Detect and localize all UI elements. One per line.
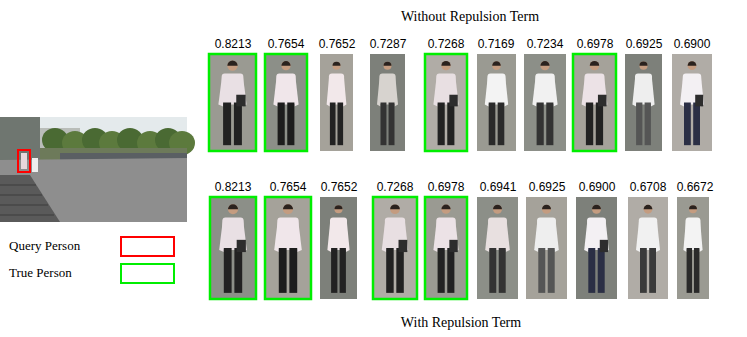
person-crop xyxy=(373,197,417,299)
row-title: Without Repulsion Term xyxy=(401,9,539,24)
legend-label: Query Person xyxy=(9,239,80,253)
true-match-border xyxy=(265,54,307,151)
similarity-score: 0.6925 xyxy=(529,181,566,194)
true-match-border xyxy=(373,197,417,299)
person-crop xyxy=(524,54,566,151)
similarity-score: 0.7268 xyxy=(428,38,465,51)
similarity-score: 0.7287 xyxy=(370,38,407,51)
person-crop xyxy=(370,54,405,151)
similarity-score: 0.6708 xyxy=(630,181,667,194)
similarity-score: 0.6672 xyxy=(677,181,714,194)
person-crop xyxy=(425,197,467,299)
person-crop xyxy=(576,197,617,299)
similarity-score: 0.7169 xyxy=(478,38,515,51)
person-crop xyxy=(477,197,518,299)
similarity-score: 0.7652 xyxy=(319,38,356,51)
person-crop xyxy=(209,54,256,151)
true-match-border xyxy=(573,54,616,151)
person-crop xyxy=(677,197,709,299)
true-match-border xyxy=(210,197,256,299)
person-crop xyxy=(320,54,353,151)
legend-swatch xyxy=(120,263,175,284)
query-box xyxy=(18,150,30,172)
similarity-score: 0.8213 xyxy=(215,181,252,194)
person-crop xyxy=(425,54,467,151)
person-crop xyxy=(265,54,307,151)
similarity-score: 0.6900 xyxy=(674,38,711,51)
person-crop xyxy=(477,54,516,151)
similarity-score: 0.6925 xyxy=(626,38,663,51)
similarity-score: 0.6978 xyxy=(577,38,614,51)
similarity-score: 0.7268 xyxy=(377,181,414,194)
similarity-score: 0.7654 xyxy=(270,181,307,194)
row-title: With Repulsion Term xyxy=(401,315,521,330)
similarity-score: 0.7654 xyxy=(268,38,305,51)
true-match-border xyxy=(265,197,311,299)
person-crop xyxy=(265,197,311,299)
legend-swatch xyxy=(120,236,175,257)
scene-photo xyxy=(0,117,195,222)
similarity-score: 0.6900 xyxy=(579,181,616,194)
person-crop xyxy=(210,197,256,299)
similarity-score: 0.6941 xyxy=(480,181,517,194)
similarity-score: 0.7234 xyxy=(527,38,564,51)
person-crop xyxy=(573,54,616,151)
person-crop xyxy=(625,54,662,151)
similarity-score: 0.6978 xyxy=(428,181,465,194)
legend-label: True Person xyxy=(9,266,72,280)
person-crop xyxy=(672,54,712,151)
person-crop xyxy=(628,197,668,299)
person-crop xyxy=(320,197,357,299)
true-match-border xyxy=(425,197,467,299)
true-match-border xyxy=(425,54,467,151)
similarity-score: 0.8213 xyxy=(215,38,252,51)
similarity-score: 0.7652 xyxy=(321,181,358,194)
true-match-border xyxy=(209,54,256,151)
person-crop xyxy=(526,197,567,299)
